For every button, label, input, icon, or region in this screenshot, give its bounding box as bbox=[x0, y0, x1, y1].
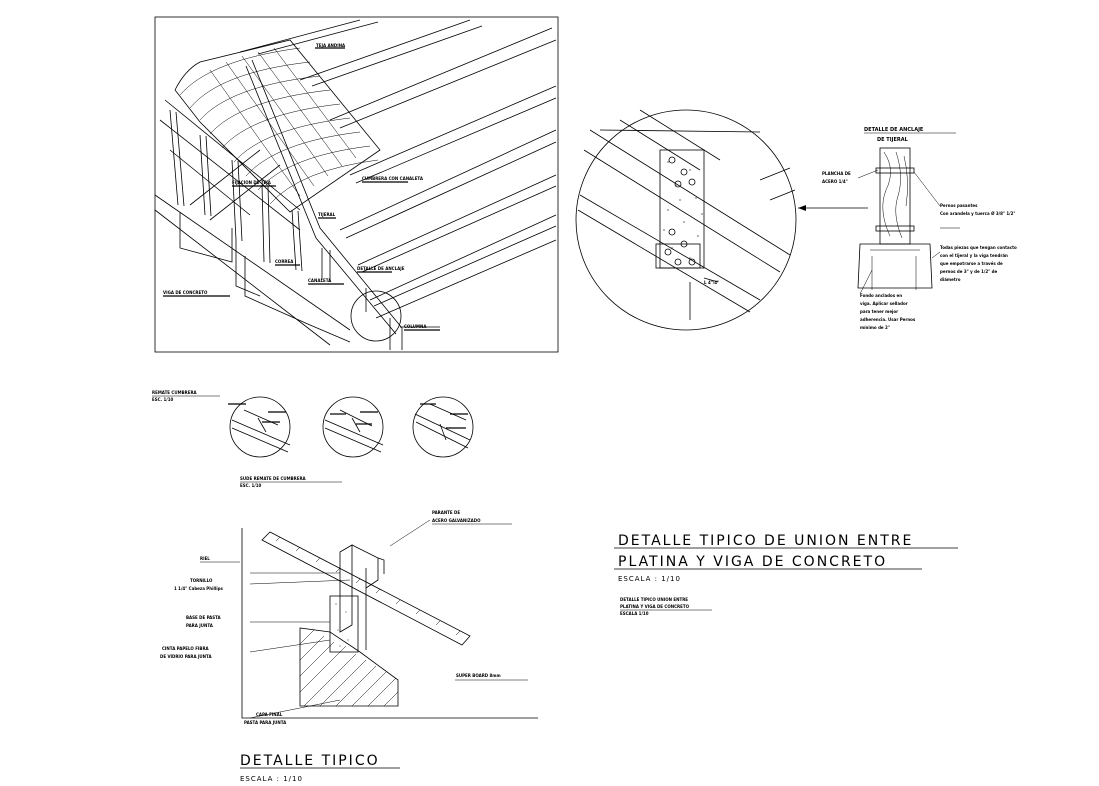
ridge-scale: ESC. 1/10 bbox=[152, 397, 173, 402]
ridge-title-2: SUDE REMATE DE CUMBRERA bbox=[240, 476, 307, 481]
label-anclaje: DETALLE DE ANCLAJE bbox=[357, 266, 405, 271]
riel-label: RIEL bbox=[200, 556, 210, 561]
cinta-label-1: CINTA PAPELO FIBRA bbox=[162, 646, 210, 651]
union-title-line1: DETALLE TIPICO DE UNION ENTRE bbox=[618, 533, 913, 549]
union-sub-line2: PLATINA Y VIGA DE CONCRETO bbox=[620, 604, 690, 609]
tmp-3: que empotrarse a través de bbox=[940, 261, 1003, 266]
fondo-2: viga. Aplicar sellador bbox=[860, 301, 908, 306]
ridge-circle-3 bbox=[412, 396, 474, 458]
label-teja: TEJA ANDINA bbox=[316, 43, 346, 48]
roof-labels: TEJA ANDINA CUMBRERA CON CANALETA FIJACI… bbox=[163, 43, 440, 331]
superboard-label: SUPER BOARD 8mm bbox=[456, 673, 501, 678]
anchor-title-line2: DE TIJERAL bbox=[877, 137, 909, 143]
union-title-line2: PLATINA Y VIGA DE CONCRETO bbox=[618, 554, 887, 570]
arrow-head-icon bbox=[798, 205, 806, 211]
tmp-4: pernos de 3" y de 1/2" de bbox=[940, 269, 997, 274]
magnified-detail: L 4"/4" bbox=[575, 109, 868, 331]
detail-callout-circle bbox=[350, 290, 402, 342]
hatched-wall bbox=[299, 627, 399, 707]
hatched-board bbox=[261, 531, 471, 646]
parante-label-1: PARANTE DE bbox=[432, 510, 460, 515]
tornillo-label-1: TORNILLO bbox=[190, 578, 213, 583]
pernos-label-1: Pernos pasantes bbox=[940, 203, 978, 208]
fondo-3: para tener mejor bbox=[860, 309, 898, 314]
parapet-title: DETALLE TIPICO bbox=[240, 753, 380, 769]
parapet-scale: ESCALA : 1/10 bbox=[240, 775, 303, 783]
magnified-circle bbox=[575, 109, 797, 331]
fondo-5: mínimo de 2" bbox=[860, 325, 890, 330]
cinta-label-2: DE VIDRIO PARA JUNTA bbox=[160, 654, 212, 659]
capa-label-1: CAPA FINAL bbox=[256, 712, 283, 717]
label-tijeral: TIJERAL bbox=[318, 212, 336, 217]
tmp-1: Todas piezas que tengan contacto bbox=[940, 245, 1017, 250]
tmp-2: con el tijeral y la viga tendrán bbox=[940, 253, 1008, 258]
steel-stud bbox=[339, 544, 353, 633]
ridge-circle-1 bbox=[229, 396, 291, 458]
ridge-title: REMATE CUMBRERA bbox=[152, 390, 198, 395]
roof-view-frame bbox=[154, 16, 559, 353]
parapet-detail: PARANTE DE ACERO GALVANIZADO RIEL TORNIL… bbox=[160, 510, 538, 783]
concrete-base bbox=[857, 243, 933, 289]
pernos-label-2: Con arandela y tuerca Ø 3/8" 1/2" bbox=[940, 211, 1016, 216]
fondo-4: adherencia. Usar Pernos bbox=[860, 317, 916, 322]
capa-label-2: PASTA PARA JUNTA bbox=[244, 720, 287, 725]
clay-tiles bbox=[174, 39, 381, 213]
label-fijacion: FIJACION DE TEJA bbox=[232, 180, 272, 185]
union-title-block: DETALLE TIPICO DE UNION ENTRE PLATINA Y … bbox=[614, 533, 958, 616]
anchor-title-line1: DETALLE DE ANCLAJE bbox=[864, 127, 924, 133]
parante-label-2: ACERO GALVANIZADO bbox=[432, 518, 481, 523]
anchor-elevation: DETALLE DE ANCLAJE DE TIJERAL PLANCHA DE… bbox=[822, 127, 1017, 330]
label-cumbrera: CUMBRERA CON CANALETA bbox=[362, 176, 424, 181]
truss-frame bbox=[154, 99, 351, 346]
joint-base bbox=[329, 595, 359, 653]
label-correa: CORREA bbox=[275, 259, 294, 264]
union-sub-line1: DETALLE TIPICO UNION ENTRE bbox=[620, 597, 688, 602]
fondo-1: Fondo anclados en bbox=[860, 293, 902, 298]
label-canaleta: CANALETA bbox=[308, 278, 332, 283]
plate-stipple bbox=[663, 161, 703, 259]
bolt-group bbox=[664, 156, 696, 266]
roof-perspective-view: TEJA ANDINA CUMBRERA CON CANALETA FIJACI… bbox=[154, 16, 559, 353]
base-label-2: PARA JUNTA bbox=[186, 623, 214, 628]
tmp-5: diámetro bbox=[940, 277, 961, 282]
base-label-1: BASE DE PASTA bbox=[186, 615, 222, 620]
union-scale: ESCALA : 1/10 bbox=[618, 575, 681, 583]
label-columna: COLUMNA bbox=[404, 324, 427, 329]
anchor-plate bbox=[659, 149, 705, 269]
ridge-circle-2 bbox=[322, 396, 384, 458]
small-angle-label: L 4"/4" bbox=[704, 280, 719, 285]
label-viga: VIGA DE CONCRETO bbox=[163, 290, 208, 295]
plancha-label-2: ACERO 1/4" bbox=[822, 179, 848, 184]
parapet-frame bbox=[241, 528, 538, 719]
tornillo-label-2: 1 1/4" Cabeza Phillips bbox=[174, 586, 223, 591]
ridge-details: REMATE CUMBRERA ESC. 1/10 bbox=[152, 390, 474, 488]
plancha-label-1: PLANCHA DE bbox=[822, 171, 851, 176]
ridge-scale-2: ESC. 1/10 bbox=[240, 483, 261, 488]
union-sub-scale: ESCALA 1/10 bbox=[620, 611, 649, 616]
